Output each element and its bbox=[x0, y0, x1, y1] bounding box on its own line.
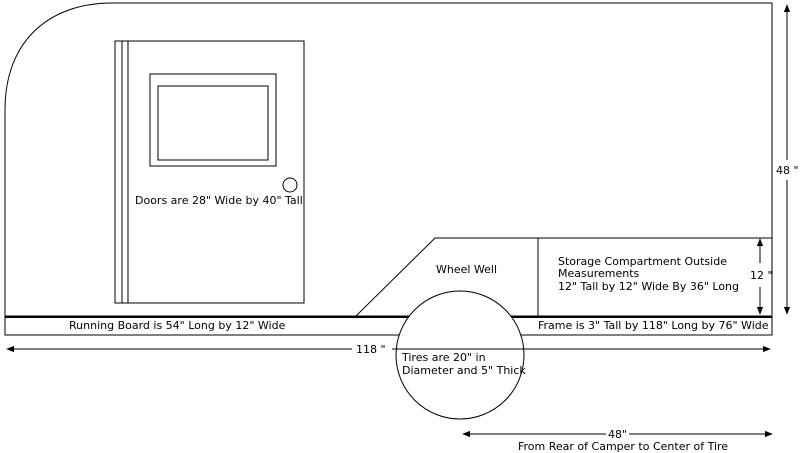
rear-to-tire-description: From Rear of Camper to Center of Tire bbox=[518, 440, 728, 453]
wheel-well-label: Wheel Well bbox=[436, 263, 497, 276]
running-board-label: Running Board is 54" Long by 12" Wide bbox=[69, 319, 286, 332]
door-window-glass bbox=[157, 85, 269, 161]
storage-label-line-1: Storage Compartment Outside bbox=[558, 255, 727, 268]
storage-label-line-2: Measurements bbox=[558, 267, 640, 280]
rear-to-tire-label-background bbox=[606, 428, 630, 441]
tires-label-line-2: Diameter and 5" Thick bbox=[402, 364, 526, 377]
length-label-background bbox=[354, 343, 388, 356]
door-label: Doors are 28" Wide by 40" Tall bbox=[135, 194, 303, 207]
frame-label: Frame is 3" Tall by 118" Long by 76" Wid… bbox=[538, 319, 769, 332]
door-window-frame bbox=[149, 73, 277, 167]
tire bbox=[395, 290, 525, 420]
storage-height-label: 12 " bbox=[750, 269, 773, 282]
wheel-well bbox=[355, 237, 772, 317]
door-handle bbox=[282, 177, 298, 193]
camper-body-outline bbox=[4, 2, 773, 317]
storage-label-line-3: 12" Tall by 12" Wide By 36" Long bbox=[558, 280, 739, 293]
tires-label-line-1: Tires are 20" in bbox=[401, 351, 486, 364]
length-label: 118 " bbox=[356, 343, 386, 356]
height-label: 48 " bbox=[776, 164, 799, 177]
rear-to-tire-label: 48" bbox=[608, 428, 627, 441]
frame bbox=[4, 316, 773, 336]
door bbox=[114, 40, 305, 304]
